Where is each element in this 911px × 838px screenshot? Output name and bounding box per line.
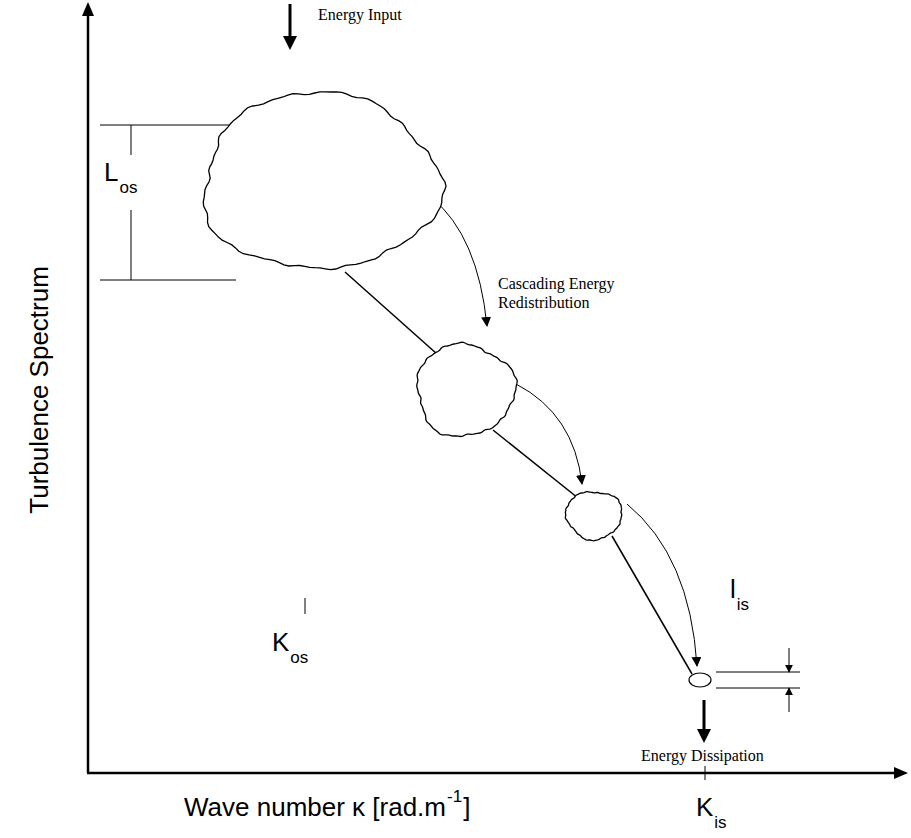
eddy-outline xyxy=(203,92,446,270)
input-arrow xyxy=(289,4,292,40)
dimension-line xyxy=(716,672,800,673)
y-axis xyxy=(87,14,90,773)
dimension-arrow xyxy=(789,688,790,712)
spectrum-line xyxy=(345,272,437,354)
x-axis xyxy=(87,772,896,775)
subscript: os xyxy=(119,178,137,198)
small-eddy xyxy=(689,673,711,687)
annotation: Energy Input xyxy=(318,6,402,24)
axis-title: Wave number κ [rad.m xyxy=(184,793,446,823)
cascade-arrow xyxy=(627,504,697,666)
dimension-line xyxy=(716,688,800,689)
subscript: os xyxy=(290,648,308,668)
spectrum-line xyxy=(612,536,692,674)
dimension-line xyxy=(100,280,236,281)
eddy-outline xyxy=(565,492,622,541)
axis-title: Turbulence Spectrum xyxy=(25,266,55,514)
dissipation-arrow xyxy=(703,700,706,732)
dimension-label: l xyxy=(730,575,736,605)
axis-arrowhead xyxy=(82,2,94,16)
annotation: Cascading Energy Redistribution xyxy=(498,274,666,312)
dimension-line xyxy=(131,210,132,280)
annotation: Energy Dissipation xyxy=(641,747,764,765)
cascade-arrow xyxy=(516,384,582,484)
dimension-line xyxy=(100,125,236,126)
dimension-arrow xyxy=(789,648,790,672)
dissipation-arrowhead xyxy=(697,729,711,743)
axis-tick-label: K xyxy=(696,793,713,823)
superscript: -1 xyxy=(447,787,462,807)
spectrum-line xyxy=(493,430,578,498)
subscript: is xyxy=(737,595,749,615)
dimension-label: L xyxy=(104,158,118,188)
subscript: is xyxy=(714,813,726,833)
tick-mark xyxy=(705,766,706,780)
axis-title: ] xyxy=(463,793,470,823)
eddy-outline xyxy=(417,342,518,436)
cascade-arrow xyxy=(432,198,487,326)
axis-tick-label: K xyxy=(272,628,289,658)
input-arrowhead xyxy=(283,36,297,50)
axis-arrowhead xyxy=(894,767,908,779)
dimension-line xyxy=(131,125,132,155)
tick-mark xyxy=(305,598,306,614)
